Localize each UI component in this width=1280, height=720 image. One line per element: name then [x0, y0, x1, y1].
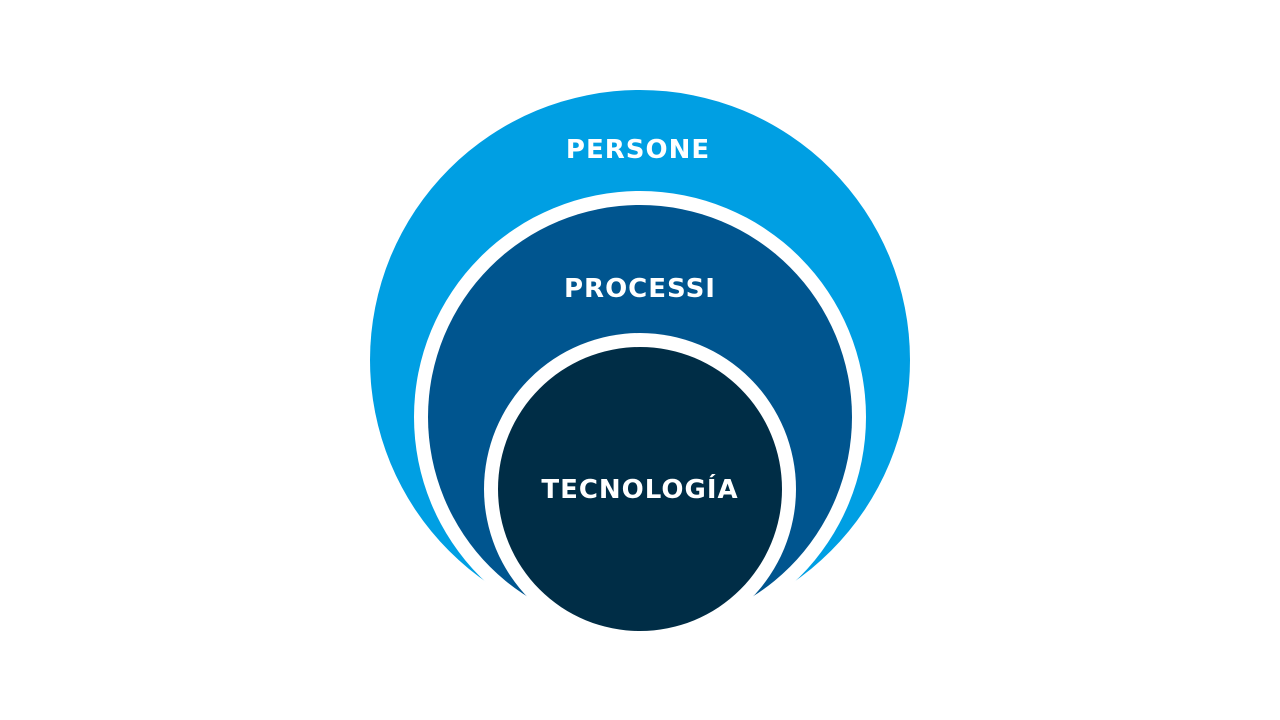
- label-tecnologia: TECNOLOGÍA: [541, 473, 738, 505]
- layer-tecnologia-circle: [498, 347, 782, 631]
- label-processi: PROCESSI: [564, 274, 716, 304]
- label-persone: PERSONE: [566, 135, 710, 165]
